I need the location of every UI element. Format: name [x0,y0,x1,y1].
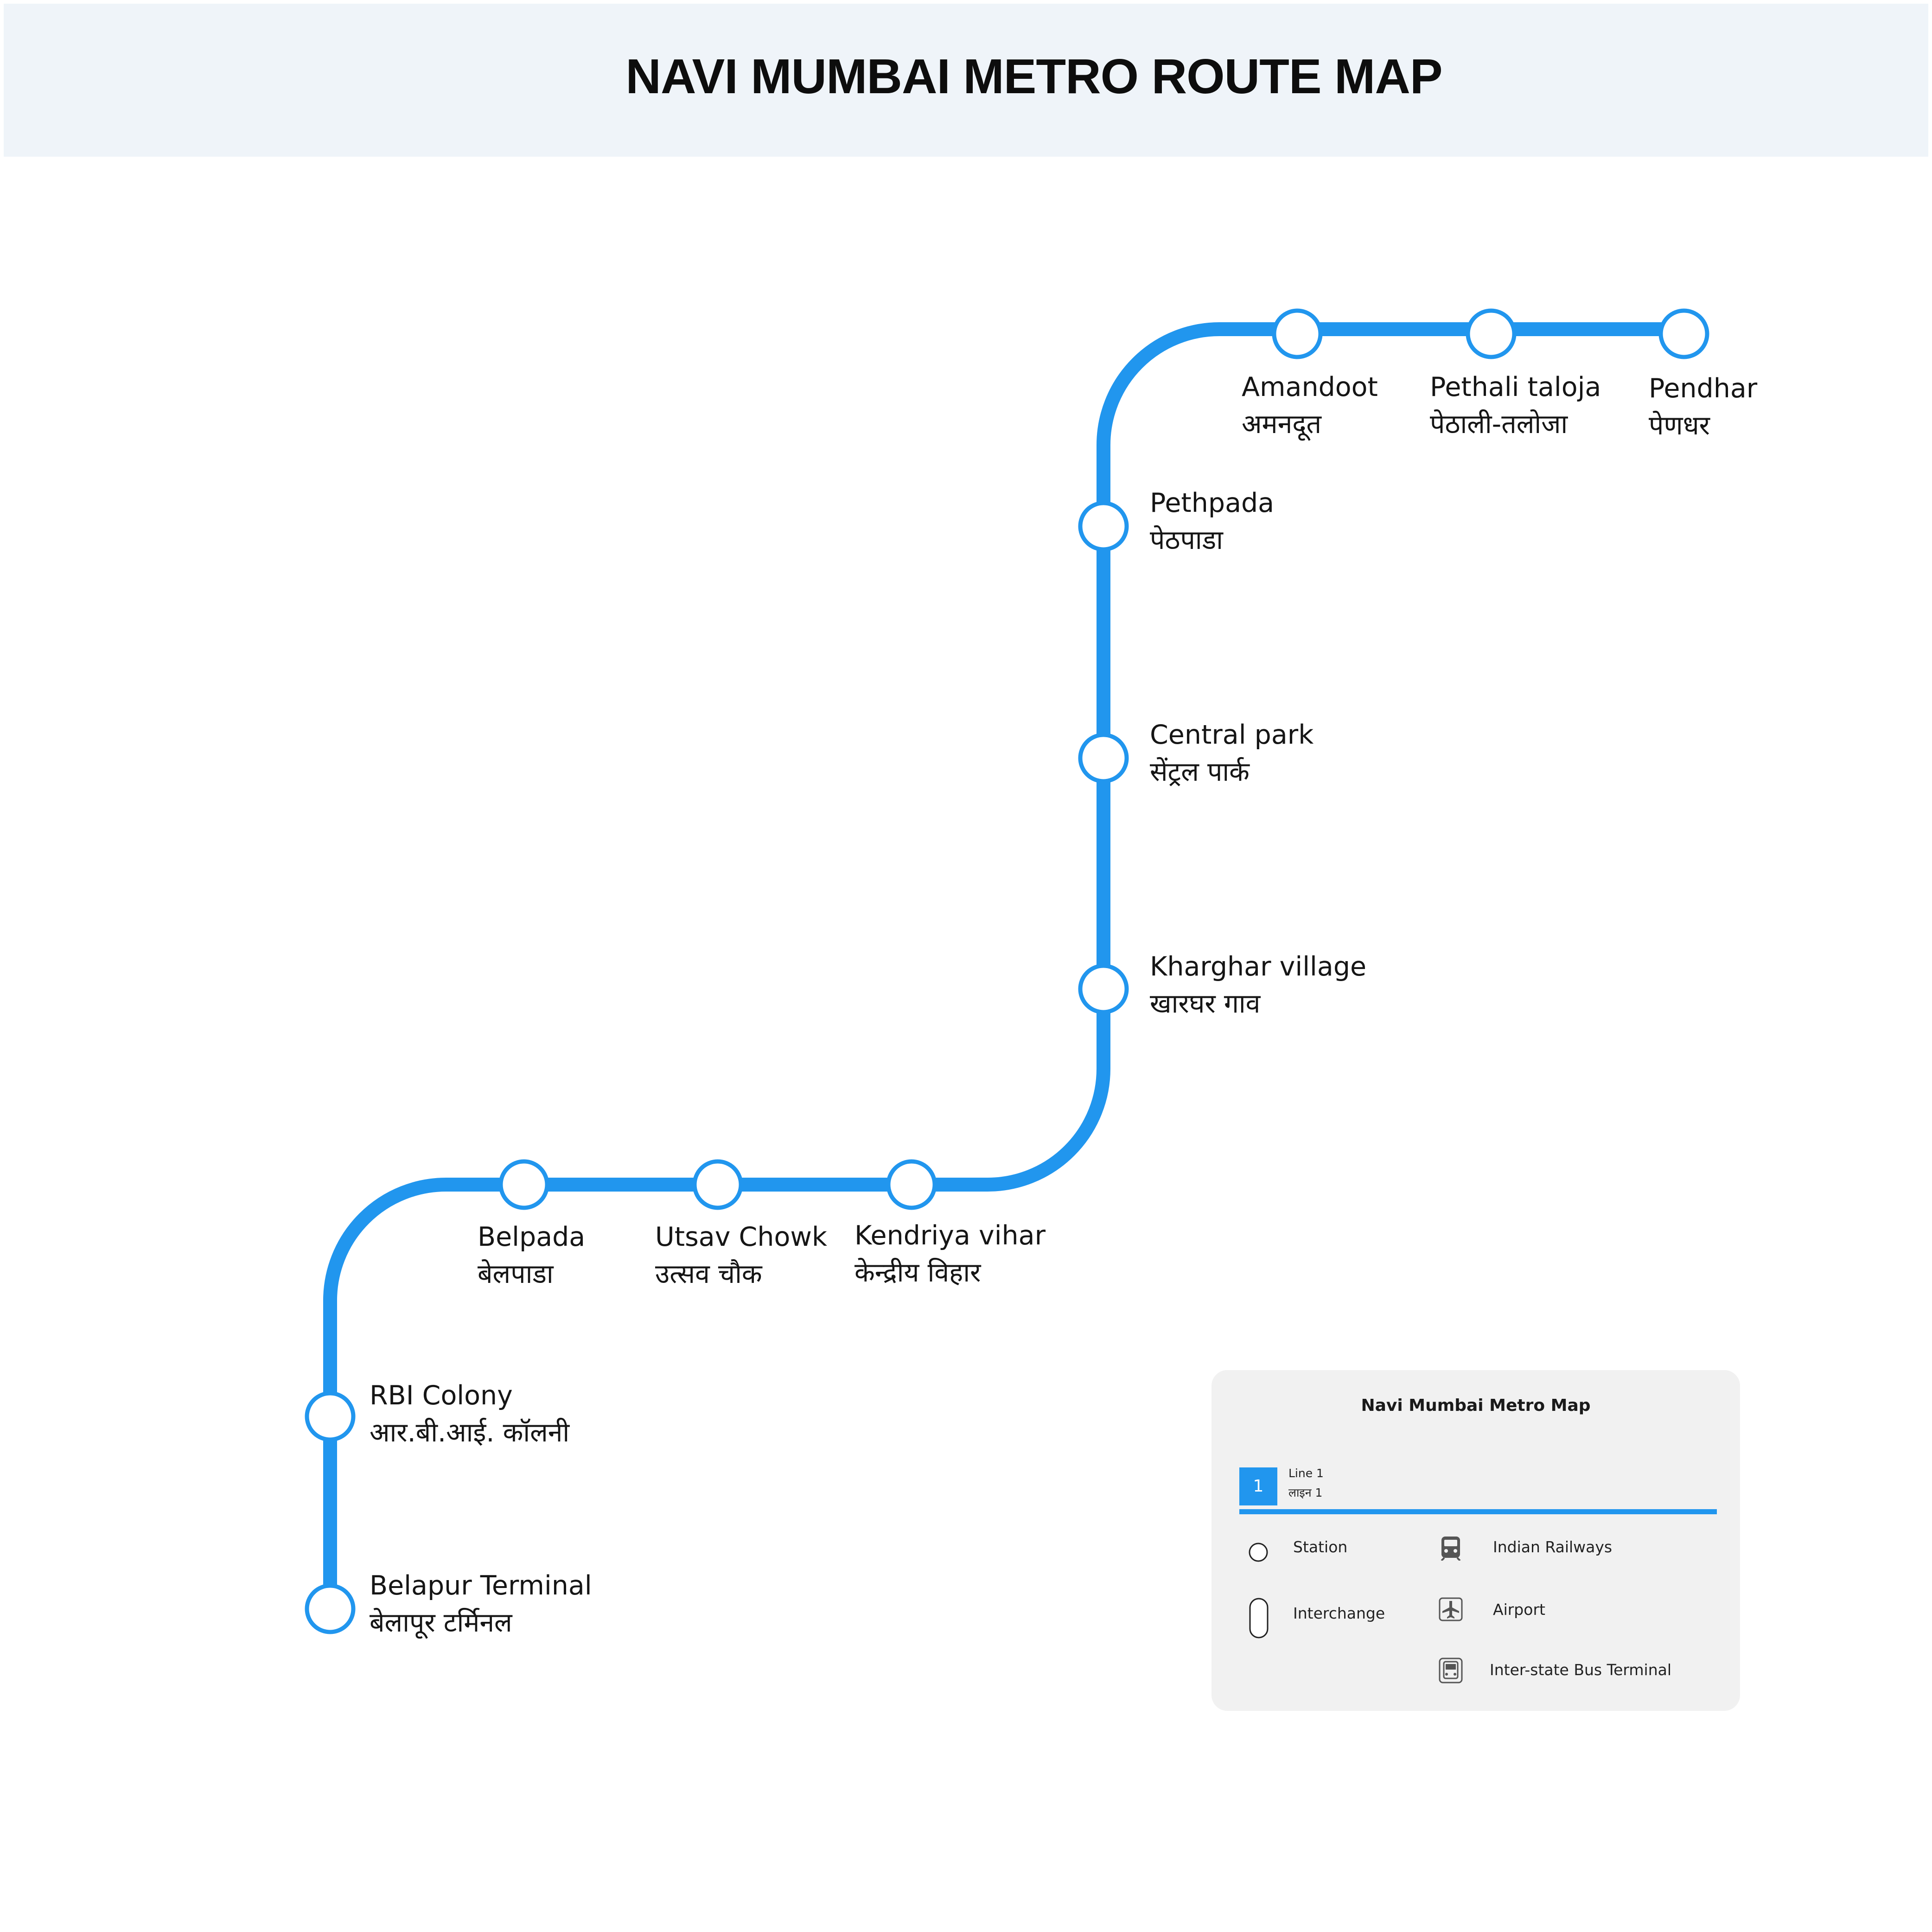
station-name-english: Amandoot [1242,372,1378,402]
station-label: Amandoot अमनदूत [1242,369,1378,443]
legend-airport-label: Airport [1493,1600,1545,1619]
station-name-hindi: बेलपाडा [478,1259,554,1289]
station-circle-icon [1248,1542,1269,1563]
station-name-hindi: खारघर गाव [1150,988,1261,1019]
station-name-english: Utsav Chowk [655,1222,827,1252]
station-name-hindi: उत्सव चौक [655,1259,762,1289]
station-name-english: Pendhar [1649,373,1758,404]
airplane-icon [1439,1597,1463,1621]
station-marker [1078,963,1129,1014]
station-marker [1272,308,1323,359]
station-name-english: Kendriya vihar [854,1220,1046,1251]
station-marker [1078,501,1129,552]
station-marker [692,1159,743,1210]
station-name-english: Central park [1150,720,1314,750]
station-label: RBI Colony आर.बी.आई. कॉलनी [370,1377,569,1451]
station-name-hindi: पेठपाडा [1150,525,1223,555]
station-marker [498,1159,549,1210]
station-name-hindi: पेठाली-तलोजा [1430,409,1568,440]
line-name-english: Line 1 [1288,1467,1324,1480]
station-name-hindi: केन्द्रीय विहार [854,1257,981,1288]
legend-title: Navi Mumbai Metro Map [1361,1396,1591,1415]
station-marker [305,1583,356,1634]
station-label: Belpada बेलपाडा [478,1218,585,1293]
train-icon [1440,1536,1462,1561]
station-label: Pethali taloja पेठाली-तलोजा [1430,369,1601,443]
station-name-hindi: आर.बी.आई. कॉलनी [370,1417,570,1448]
metro-line-1 [323,322,1691,1616]
station-marker [1466,308,1517,359]
station-label: Pethpada पेठपाडा [1150,485,1274,559]
station-marker [1078,733,1129,784]
station-name-english: Belapur Terminal [370,1570,592,1601]
station-name-hindi: सेंट्रल पार्क [1150,757,1250,787]
station-label: Utsav Chowk उत्सव चौक [655,1218,827,1293]
legend-bus-terminal-label: Inter-state Bus Terminal [1490,1661,1672,1679]
legend-railways-label: Indian Railways [1493,1538,1613,1556]
station-label: Kharghar village खारघर गाव [1150,948,1366,1022]
interchange-capsule-icon [1249,1597,1269,1639]
station-name-hindi: बेलापूर टर्मिनल [370,1607,512,1638]
station-name-english: Kharghar village [1150,951,1367,982]
station-label: Central park सेंट्रल पार्क [1150,716,1314,791]
header-banner [4,4,1928,157]
station-name-hindi: पेणधर [1649,410,1710,441]
station-marker [1658,308,1709,359]
line-color-swatch [1239,1509,1717,1514]
station-name-english: Pethpada [1150,488,1275,518]
legend-interchange-label: Interchange [1293,1604,1385,1622]
line-number-badge: 1 [1239,1467,1277,1505]
station-label: Kendriya vihar केन्द्रीय विहार [854,1217,1046,1291]
station-marker [886,1159,937,1210]
line-name-hindi: लाइन 1 [1288,1486,1323,1499]
station-label: Pendhar पेणधर [1649,370,1757,444]
station-name-english: Pethali taloja [1430,372,1601,402]
station-name-english: RBI Colony [370,1380,513,1411]
station-name-english: Belpada [478,1222,586,1252]
bus-icon [1439,1658,1463,1683]
legend-panel: Navi Mumbai Metro Map 1 Line 1 लाइन 1 St… [1211,1370,1740,1711]
legend-station-label: Station [1293,1538,1348,1556]
page-title: NAVI MUMBAI METRO ROUTE MAP [625,49,1442,104]
station-label: Belapur Terminal बेलापूर टर्मिनल [370,1567,592,1641]
station-name-hindi: अमनदूत [1242,409,1322,440]
station-marker [305,1391,356,1442]
